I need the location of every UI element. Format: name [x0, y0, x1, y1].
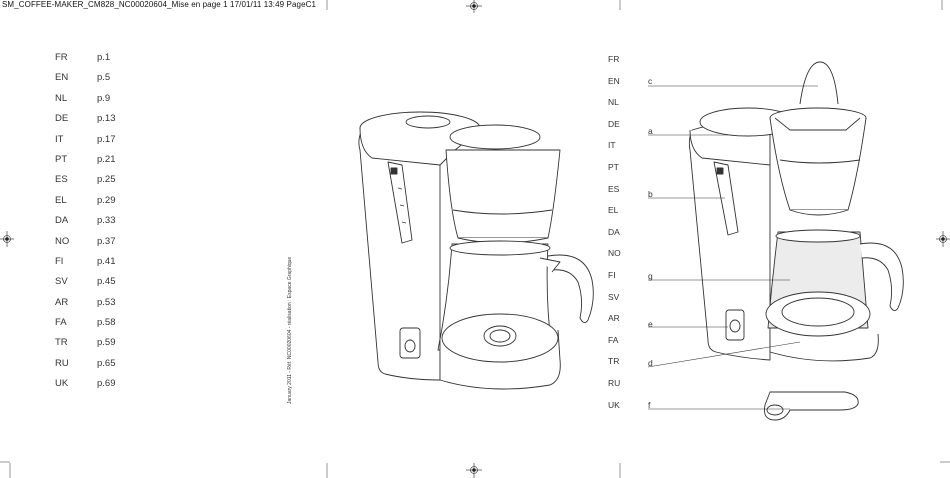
lang-entry: ES p.25: [55, 174, 137, 194]
lang-code: SV: [55, 276, 68, 288]
lang-code: UK: [55, 378, 69, 390]
lang-page: p.69: [97, 378, 116, 390]
print-slug: SM_COFFEE-MAKER_CM828_NC00020604_Mise en…: [2, 0, 317, 9]
lang-label: NL: [608, 97, 619, 108]
lang-label: SV: [608, 291, 620, 302]
lang-entry: EL p.29: [55, 195, 137, 215]
lang-entry: SV p.45: [55, 276, 137, 296]
lang-label: RU: [608, 377, 621, 388]
lang-page: p.1: [97, 52, 111, 63]
lang-page: p.25: [97, 174, 116, 186]
callout-label-g: g: [648, 271, 653, 281]
lang-page: p.45: [97, 276, 116, 288]
registration-mark-left: [0, 231, 14, 247]
lang-label: TR: [608, 356, 620, 367]
callout-label-f: f: [648, 400, 651, 410]
lang-code: DE: [55, 113, 69, 125]
coffee-maker-illustration-right: [688, 61, 904, 421]
callout-label-b: b: [648, 189, 653, 199]
lang-entry: AR p.53: [55, 297, 137, 317]
lang-code: TR: [55, 337, 68, 349]
lang-label: DA: [608, 226, 620, 237]
lang-page: p.58: [97, 317, 116, 329]
lang-label: DE: [608, 118, 620, 129]
lang-page: p.53: [97, 296, 116, 308]
language-list-right: FR EN NL DE IT PT ES EL DA NO FI SV AR F…: [608, 54, 621, 421]
lang-label: FA: [608, 334, 619, 345]
lang-code: FA: [55, 317, 67, 329]
lang-code: EN: [55, 72, 69, 84]
lang-code: DA: [55, 215, 69, 227]
lang-entry: EN p.5: [55, 72, 137, 92]
lang-label: FR: [608, 54, 620, 64]
lang-label: IT: [608, 140, 616, 151]
registration-mark-top: [466, 0, 482, 13]
lang-page: p.65: [97, 357, 116, 369]
lang-page: p.29: [97, 194, 116, 206]
callout-label-c: c: [648, 76, 653, 86]
callout-leaders: [647, 85, 818, 410]
lang-entry: PT p.21: [55, 154, 137, 174]
lang-label: EN: [608, 75, 620, 86]
lang-entry: RU p.65: [55, 358, 137, 378]
lang-code: AR: [55, 296, 69, 308]
lang-page: p.41: [97, 255, 116, 267]
lang-label: AR: [608, 313, 620, 324]
lang-entry: NO p.37: [55, 236, 137, 256]
lang-page: p.17: [97, 133, 116, 145]
callout-label-e: e: [648, 319, 653, 329]
lang-entry: FR p.1: [55, 52, 137, 72]
lang-code: PT: [55, 153, 68, 165]
lang-code: FI: [55, 255, 64, 267]
lang-page: p.37: [97, 235, 116, 247]
lang-page: p.13: [97, 113, 116, 125]
lang-page: p.33: [97, 215, 116, 227]
lang-label: PT: [608, 161, 619, 172]
lang-code: RU: [55, 357, 69, 369]
lang-code: NL: [55, 92, 68, 104]
lang-entry: DE p.13: [55, 113, 137, 133]
lang-entry: FA p.58: [55, 317, 137, 337]
lang-entry: DA p.33: [55, 215, 137, 235]
lang-code: FR: [55, 52, 68, 63]
lang-page: p.59: [97, 337, 116, 349]
lang-label: FI: [608, 269, 616, 280]
lang-entry: NL p.9: [55, 93, 137, 113]
lang-page: p.9: [97, 92, 111, 104]
lang-page: p.21: [97, 153, 116, 165]
callout-label-d: d: [648, 358, 653, 368]
lang-label: ES: [608, 183, 620, 194]
lang-code: IT: [55, 133, 64, 145]
coffee-maker-illustration-left: [358, 111, 594, 390]
registration-mark-bottom: [466, 463, 482, 478]
lang-entry: FI p.41: [55, 256, 137, 276]
registration-mark-right: [936, 231, 950, 247]
lang-code: ES: [55, 174, 68, 186]
lang-label: NO: [608, 248, 621, 259]
lang-code: EL: [55, 194, 67, 206]
language-index: FR p.1 EN p.5 NL p.9 DE p.13 IT p.17 PT p.21 E…: [55, 52, 137, 399]
lang-label: UK: [608, 399, 620, 410]
lang-entry: TR p.59: [55, 337, 137, 357]
callout-label-a: a: [648, 126, 653, 136]
lang-entry: IT p.17: [55, 134, 137, 154]
lang-page: p.5: [97, 72, 111, 84]
lang-entry: UK p.69: [55, 378, 137, 398]
lang-label: EL: [608, 205, 619, 216]
lang-code: NO: [55, 235, 70, 247]
